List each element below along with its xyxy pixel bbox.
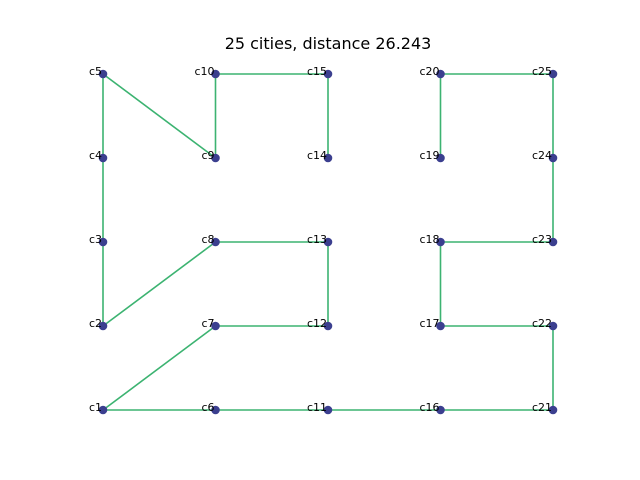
city-label-c2: c2 [89,317,102,330]
city-label-c6: c6 [201,401,214,414]
city-label-c4: c4 [89,149,102,162]
city-point-c22 [548,321,558,331]
city-label-c17: c17 [419,317,439,330]
city-point-c3 [98,237,108,247]
city-point-c9 [211,153,220,163]
city-label-c18: c18 [419,233,439,246]
city-point-c1 [98,405,108,415]
city-label-c25: c25 [532,65,552,78]
city-point-c14 [323,153,333,163]
city-label-c13: c13 [307,233,327,246]
city-label-c8: c8 [201,233,214,246]
city-point-c2 [98,321,108,331]
city-point-c10 [211,69,220,79]
city-label-c5: c5 [89,65,102,78]
plot-title: 25 cities, distance 26.243 [225,34,432,53]
city-label-c23: c23 [532,233,552,246]
city-label-c3: c3 [89,233,102,246]
city-point-c11 [323,405,333,415]
city-point-c4 [98,153,108,163]
city-point-c16 [436,405,445,415]
city-label-c21: c21 [532,401,552,414]
city-label-c24: c24 [532,149,552,162]
city-label-layer: c1 c2 c3 c4 c5 c6 c7 c8 c9 c10 c11 c12 c13 c14 c15 c16 c… [89,65,552,414]
city-point-c18 [436,237,445,247]
city-label-c15: c15 [307,65,327,78]
city-point-c8 [211,237,220,247]
city-point-c20 [436,69,445,79]
city-point-c12 [323,321,333,331]
city-label-c16: c16 [419,401,439,414]
city-point-c5 [98,69,108,79]
city-point-c6 [211,405,220,415]
route-segment-c9-c5 [102,73,216,159]
city-layer [98,69,558,415]
city-label-c22: c22 [532,317,552,330]
city-point-c13 [323,237,333,247]
city-label-c12: c12 [307,317,327,330]
route-segment-c2-c8 [102,241,216,327]
city-point-c23 [548,237,558,247]
city-point-c15 [323,69,333,79]
city-label-c19: c19 [419,149,439,162]
city-label-c9: c9 [201,149,214,162]
city-point-c25 [548,69,558,79]
city-label-c20: c20 [419,65,439,78]
city-label-c14: c14 [307,149,327,162]
route-layer [102,73,554,411]
city-label-c1: c1 [89,401,102,414]
city-label-c7: c7 [201,317,214,330]
city-label-c10: c10 [194,65,214,78]
route-segment-c7-c1 [102,325,216,411]
city-point-c24 [548,153,558,163]
city-point-c19 [436,153,445,163]
city-point-c17 [436,321,445,331]
city-point-c21 [548,405,558,415]
city-label-c11: c11 [307,401,327,414]
city-point-c7 [211,321,220,331]
